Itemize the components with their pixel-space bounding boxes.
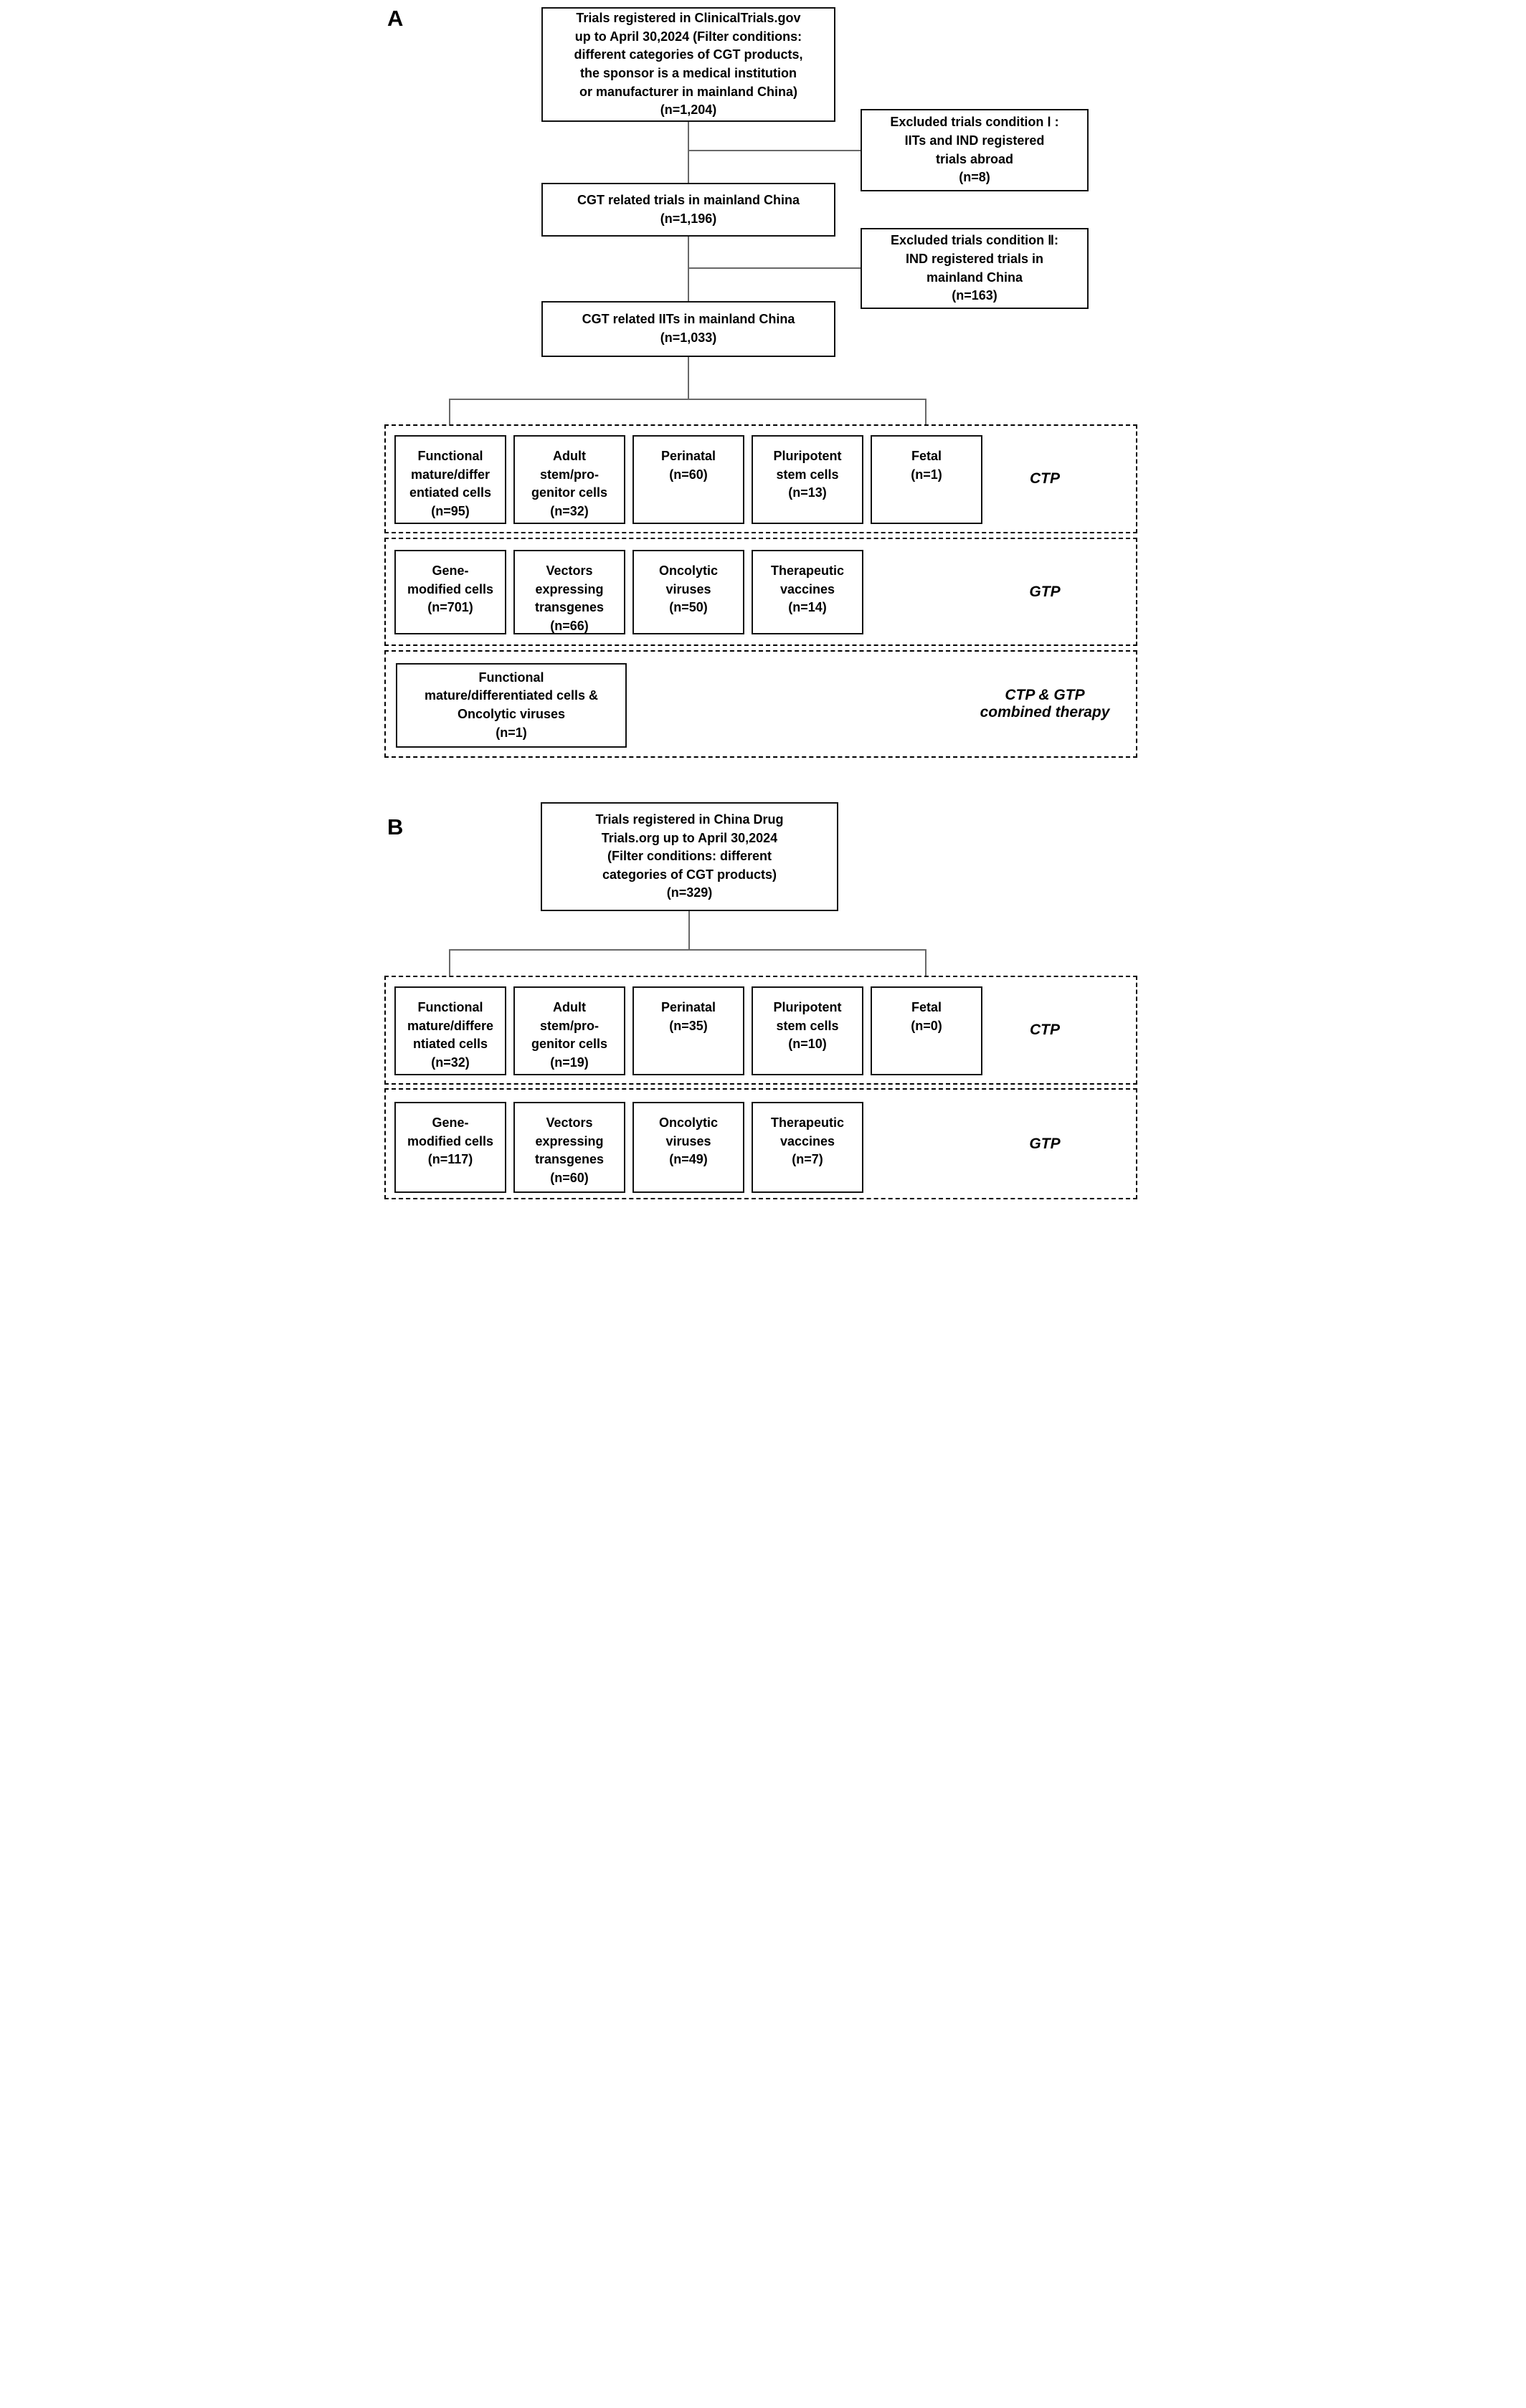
connector-line [925, 399, 926, 434]
combined-group-label: CTP & GTP combined therapy [980, 687, 1110, 720]
panel-a-excluded-condition-1-box: Excluded trials condition Ⅰ : IITs and I… [861, 109, 1089, 191]
connector-line [688, 357, 689, 400]
ctp-group-label: CTP [1030, 470, 1060, 487]
connector-line [925, 949, 926, 985]
panel-b-label: B [387, 814, 404, 839]
category-box-gene-modified-cells: Gene- modified cells (n=701) [394, 550, 506, 634]
panel-b-ctp-group: Functional mature/differe ntiated cells … [384, 976, 1137, 1085]
connector-line [449, 949, 450, 985]
category-box-functional-mature-cells: Functional mature/differe ntiated cells … [394, 986, 506, 1075]
category-box-oncolytic-viruses: Oncolytic viruses (n=49) [632, 1102, 744, 1193]
connector-line [688, 237, 689, 301]
category-box-vectors-transgenes: Vectors expressing transgenes (n=60) [513, 1102, 625, 1193]
connector-line [688, 150, 861, 151]
ctp-group-label: CTP [1030, 1022, 1060, 1038]
connector-line [449, 399, 926, 400]
category-box-pluripotent-stem-cells: Pluripotent stem cells (n=10) [752, 986, 863, 1075]
category-box-oncolytic-viruses: Oncolytic viruses (n=50) [632, 550, 744, 634]
gtp-group-label: GTP [1029, 583, 1061, 600]
category-box-combined-therapy: Functional mature/differentiated cells &… [396, 663, 627, 748]
category-box-functional-mature-cells: Functional mature/differ entiated cells … [394, 435, 506, 524]
panel-a-ctp-group: Functional mature/differ entiated cells … [384, 424, 1137, 533]
gtp-group-label: GTP [1029, 1135, 1061, 1152]
connector-line [449, 949, 926, 951]
panel-a-cgt-iits-box: CGT related IITs in mainland China (n=1,… [541, 301, 835, 357]
panel-b-chinadrugtrials-registered-box: Trials registered in China Drug Trials.o… [541, 802, 838, 911]
connector-line [688, 267, 861, 269]
panel-a-gtp-group: Gene- modified cells (n=701) Vectors exp… [384, 538, 1137, 646]
category-box-vectors-transgenes: Vectors expressing transgenes (n=66) [513, 550, 625, 634]
panel-a-combined-group: Functional mature/differentiated cells &… [384, 650, 1137, 758]
panel-a-cgt-trials-box: CGT related trials in mainland China (n=… [541, 183, 835, 237]
category-box-perinatal: Perinatal (n=35) [632, 986, 744, 1075]
category-box-therapeutic-vaccines: Therapeutic vaccines (n=7) [752, 1102, 863, 1193]
category-box-gene-modified-cells: Gene- modified cells (n=117) [394, 1102, 506, 1193]
panel-a-label: A [387, 6, 404, 31]
category-box-therapeutic-vaccines: Therapeutic vaccines (n=14) [752, 550, 863, 634]
category-box-fetal: Fetal (n=0) [871, 986, 982, 1075]
panel-a-excluded-condition-2-box: Excluded trials condition Ⅱ: IND registe… [861, 228, 1089, 309]
connector-line [688, 122, 689, 183]
cgt-trials-flowchart: A Trials registered in ClinicalTrials.go… [382, 0, 1144, 1204]
category-box-adult-stem-progenitor: Adult stem/pro- genitor cells (n=19) [513, 986, 625, 1075]
category-box-fetal: Fetal (n=1) [871, 435, 982, 524]
category-box-adult-stem-progenitor: Adult stem/pro- genitor cells (n=32) [513, 435, 625, 524]
connector-line [688, 911, 690, 951]
category-box-perinatal: Perinatal (n=60) [632, 435, 744, 524]
panel-b-gtp-group: Gene- modified cells (n=117) Vectors exp… [384, 1088, 1137, 1199]
panel-a-clinicaltrials-registered-box: Trials registered in ClinicalTrials.gov … [541, 7, 835, 122]
connector-line [449, 399, 450, 434]
category-box-pluripotent-stem-cells: Pluripotent stem cells (n=13) [752, 435, 863, 524]
